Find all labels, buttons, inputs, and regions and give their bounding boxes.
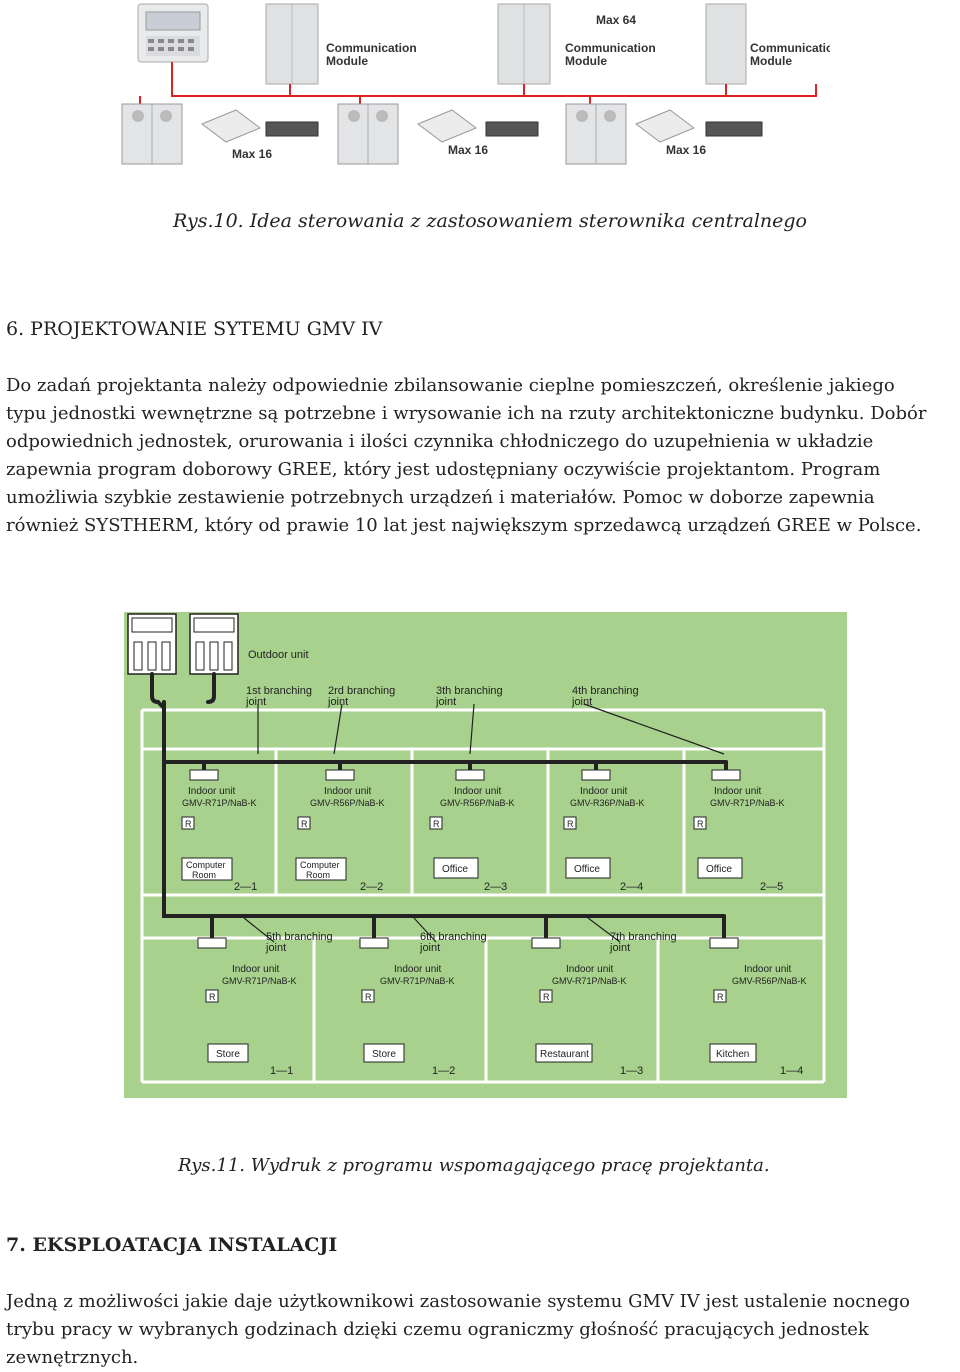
indoor-unit-label: Indoor unit [394, 964, 441, 975]
remote-label: R [697, 819, 704, 829]
outdoor-unit-b-icon [190, 614, 238, 674]
room-name: Kitchen [716, 1049, 749, 1060]
indoor-unit-label: Indoor unit [454, 786, 501, 797]
indoor-unit-label: Indoor unit [744, 964, 791, 975]
indoor-unit-label: Indoor unit [566, 964, 613, 975]
max16-label-2: Max 16 [448, 143, 488, 157]
room-name: Restaurant [540, 1049, 589, 1060]
room-name: Office [706, 864, 732, 875]
indoor-unit-label: Indoor unit [580, 786, 627, 797]
communication-module-3-icon [706, 4, 746, 84]
indoor-unit-model: GMV-R71P/NaB-K [380, 976, 455, 986]
section-6-line: umożliwia szybkie zestawienie potrzebnyc… [6, 484, 956, 512]
section-6-line: również SYSTHERM, który od prawie 10 lat… [6, 512, 956, 540]
indoor-unit-label: Indoor unit [188, 786, 235, 797]
comm-module-3-line1: Communication [750, 41, 830, 55]
max16-label-3: Max 16 [666, 143, 706, 157]
room-name: Office [442, 864, 468, 875]
indoor-unit-model: GMV-R71P/NaB-K [222, 976, 297, 986]
room-name: Office [574, 864, 600, 875]
cassette-unit-2-icon [418, 110, 476, 142]
outdoor-unit-label: Outdoor unit [248, 649, 309, 661]
comm-module-1-line1: Communication [326, 41, 417, 55]
indoor-unit-model: GMV-R71P/NaB-K [710, 798, 785, 808]
joint-4-line2: joint [571, 696, 592, 708]
figure-11-caption: Rys.11. Wydruk z programu wspomagającego… [178, 1155, 770, 1176]
figure-10-caption: Rys.10. Idea sterowania z zastosowaniem … [173, 210, 807, 232]
joint-3-line2: joint [435, 696, 456, 708]
central-controller-icon [138, 4, 208, 62]
indoor-unit-model: GMV-R56P/NaB-K [732, 976, 807, 986]
section-6-heading: 6. PROJEKTOWANIE SYTEMU GMV IV [6, 318, 382, 340]
indoor-unit-model: GMV-R56P/NaB-K [440, 798, 515, 808]
comm-module-2-line2: Module [565, 54, 607, 68]
room-code: 2—1 [234, 881, 257, 893]
comm-module-1-line2: Module [326, 54, 368, 68]
communication-module-2-icon [498, 4, 550, 84]
room-code: 2—4 [620, 881, 643, 893]
room-name: Store [216, 1049, 240, 1060]
section-6-line: Do zadań projektanta należy odpowiednie … [6, 372, 956, 400]
comm-module-3-line2: Module [750, 54, 792, 68]
room-code: 2—5 [760, 881, 783, 893]
remote-label: R [433, 819, 440, 829]
figure-10-illustration: Communication Module Communication Modul… [110, 0, 830, 170]
remote-label: R [365, 992, 372, 1002]
outdoor-unit-a-icon [128, 614, 176, 674]
room-name: Computer [186, 860, 226, 870]
section-6-line: zapewnia program doborowy GREE, który je… [6, 456, 956, 484]
outdoor-unit-1-icon [122, 104, 182, 164]
section-7-line: trybu pracy w wybranych godzinach dzięki… [6, 1316, 956, 1344]
joint-7-line2: joint [609, 942, 630, 954]
section-7-line: Jedną z możliwości jakie daje użytkownik… [6, 1288, 956, 1316]
room-code: 2—2 [360, 881, 383, 893]
section-6-paragraph: Do zadań projektanta należy odpowiednie … [6, 372, 956, 540]
duct-unit-3-icon [706, 122, 762, 136]
remote-label: R [185, 819, 192, 829]
indoor-unit-model: GMV-R36P/NaB-K [570, 798, 645, 808]
remote-label: R [567, 819, 574, 829]
remote-label: R [209, 992, 216, 1002]
outdoor-unit-3-icon [566, 104, 626, 164]
indoor-unit-model: GMV-R71P/NaB-K [182, 798, 257, 808]
joint-2-line2: joint [327, 696, 348, 708]
indoor-unit-model: GMV-R56P/NaB-K [310, 798, 385, 808]
communication-module-1-icon [266, 4, 318, 84]
room-name-2: Room [306, 870, 330, 880]
room-code: 1—2 [432, 1065, 455, 1077]
indoor-unit-model: GMV-R71P/NaB-K [552, 976, 627, 986]
cassette-unit-1-icon [202, 110, 260, 142]
max64-label: Max 64 [596, 13, 636, 27]
room-code: 2—3 [484, 881, 507, 893]
section-6-line: typu jednostki wewnętrzne są potrzebne i… [6, 400, 956, 428]
section-7-paragraph: Jedną z możliwości jakie daje użytkownik… [6, 1288, 956, 1372]
duct-unit-1-icon [266, 122, 318, 136]
room-code: 1—4 [780, 1065, 803, 1077]
outdoor-unit-2-icon [338, 104, 398, 164]
room-code: 1—3 [620, 1065, 643, 1077]
section-7-heading: 7. EKSPLOATACJA INSTALACJI [6, 1234, 337, 1256]
remote-label: R [717, 992, 724, 1002]
indoor-unit-label: Indoor unit [714, 786, 761, 797]
room-name-2: Room [192, 870, 216, 880]
remote-label: R [543, 992, 550, 1002]
room-name: Store [372, 1049, 396, 1060]
joint-6-line2: joint [419, 942, 440, 954]
indoor-unit-label: Indoor unit [232, 964, 279, 975]
indoor-unit-label: Indoor unit [324, 786, 371, 797]
cassette-unit-3-icon [636, 110, 694, 142]
figure-11-diagram: Outdoor unit 1st branching joint 2rd bra… [124, 612, 847, 1098]
joint-5-line2: joint [265, 942, 286, 954]
duct-unit-2-icon [486, 122, 538, 136]
max16-label-1: Max 16 [232, 147, 272, 161]
remote-label: R [301, 819, 308, 829]
room-code: 1—1 [270, 1065, 293, 1077]
section-6-line: odpowiednich jednostek, orurowania i ilo… [6, 428, 956, 456]
comm-module-2-line1: Communication [565, 41, 656, 55]
room-name: Computer [300, 860, 340, 870]
joint-1-line2: joint [245, 696, 266, 708]
